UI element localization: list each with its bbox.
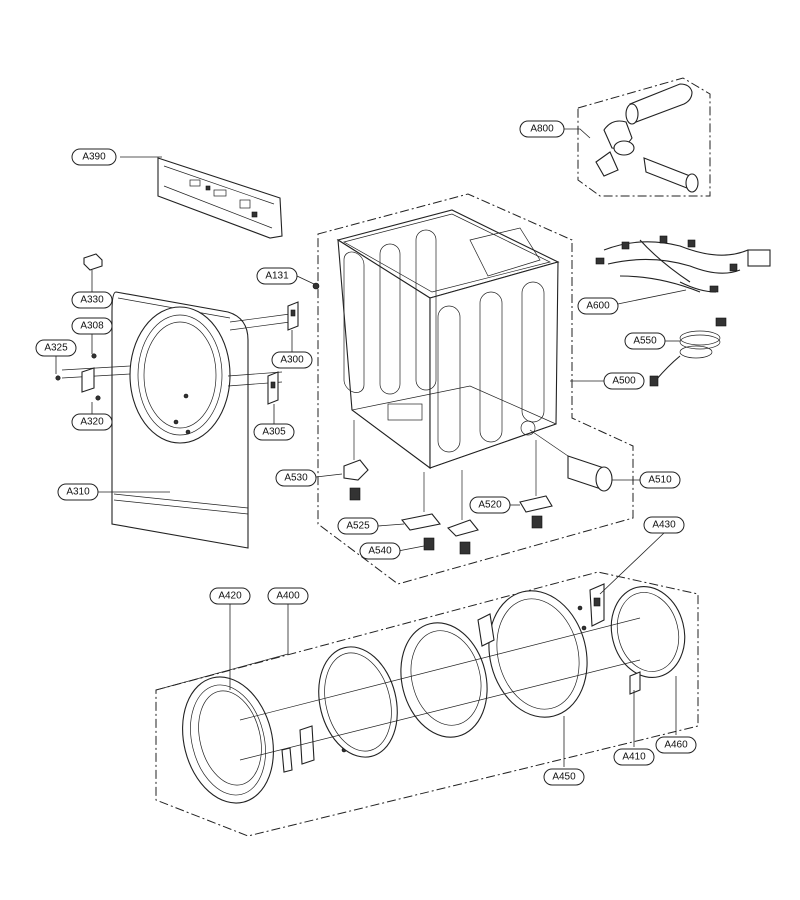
leader-lines-feet [353,420,537,520]
callout-A400: A400 [267,587,309,605]
clip-part [83,253,103,271]
callout-A310: A310 [57,483,99,501]
callout-A420: A420 [209,587,251,605]
leg-bracket-rear [519,495,553,529]
svg-text:A400: A400 [276,591,300,602]
callout-A525: A525 [337,517,379,535]
svg-text:A510: A510 [648,475,672,486]
callout-A131: A131 [256,267,298,285]
svg-text:A500: A500 [612,376,636,387]
wire-harness [595,235,771,293]
svg-text:A430: A430 [652,520,676,531]
svg-text:A530: A530 [284,473,308,484]
callout-A430: A430 [643,516,685,534]
svg-text:A410: A410 [622,752,646,763]
svg-text:A420: A420 [218,591,242,602]
callout-A540: A540 [359,542,401,560]
hinge-bracket-upper [287,301,299,331]
svg-text:A325: A325 [44,343,68,354]
control-panel-bracket [157,157,283,239]
callout-A600: A600 [577,297,619,315]
svg-text:A300: A300 [280,355,304,366]
svg-text:A450: A450 [552,772,576,783]
door-latch [629,671,641,695]
svg-text:A308: A308 [80,321,104,332]
callout-A800: A800 [519,120,565,138]
door-hinge [589,583,605,627]
cabinet-group-outline [317,193,634,585]
callout-A300: A300 [271,351,313,369]
cabinet [312,209,560,470]
svg-text:A131: A131 [265,271,289,282]
svg-text:A330: A330 [80,295,104,306]
svg-text:A525: A525 [346,521,370,532]
svg-text:A390: A390 [82,152,106,163]
leg-bracket-left [343,459,369,501]
dryer-hose-group-outline [577,77,711,197]
svg-text:A460: A460 [664,740,688,751]
callout-A510: A510 [639,471,681,489]
callout-A500: A500 [603,372,645,390]
leg-bracket-mid [401,513,441,531]
callout-A530: A530 [275,469,317,487]
callout-A390: A390 [71,148,117,166]
door-outer-ring [182,676,274,804]
callout-A520: A520 [469,496,511,514]
callout-A305: A305 [253,423,295,441]
power-cord [649,317,727,387]
dryer-hose-assembly [595,83,699,193]
door-handle-parts [281,725,347,773]
callout-A320: A320 [71,413,113,431]
screws-left [55,353,101,401]
hinge-bracket-lower [267,371,279,405]
callout-A410: A410 [613,748,655,766]
door-frame [477,590,588,718]
svg-text:A320: A320 [80,417,104,428]
svg-text:A520: A520 [478,500,502,511]
callout-A308: A308 [71,317,113,335]
exhaust-duct [529,429,613,492]
door-group-outline [155,571,699,837]
door-axis-lines [239,617,641,761]
door-glass-ring [318,646,398,758]
svg-text:A600: A600 [586,301,610,312]
door-gasket [610,585,686,679]
svg-text:A305: A305 [262,427,286,438]
svg-text:A540: A540 [368,546,392,557]
svg-text:A550: A550 [633,336,657,347]
svg-text:A800: A800 [530,124,554,135]
callout-A325: A325 [35,339,77,357]
callout-A330: A330 [71,291,113,309]
svg-text:A310: A310 [66,487,90,498]
latch-bracket [81,367,95,393]
leg-bracket-right [423,519,479,555]
callout-A450: A450 [543,768,585,786]
front-panel [61,291,291,549]
door-inner-glass [400,622,488,738]
callout-A460: A460 [655,736,697,754]
callout-A550: A550 [624,332,666,350]
